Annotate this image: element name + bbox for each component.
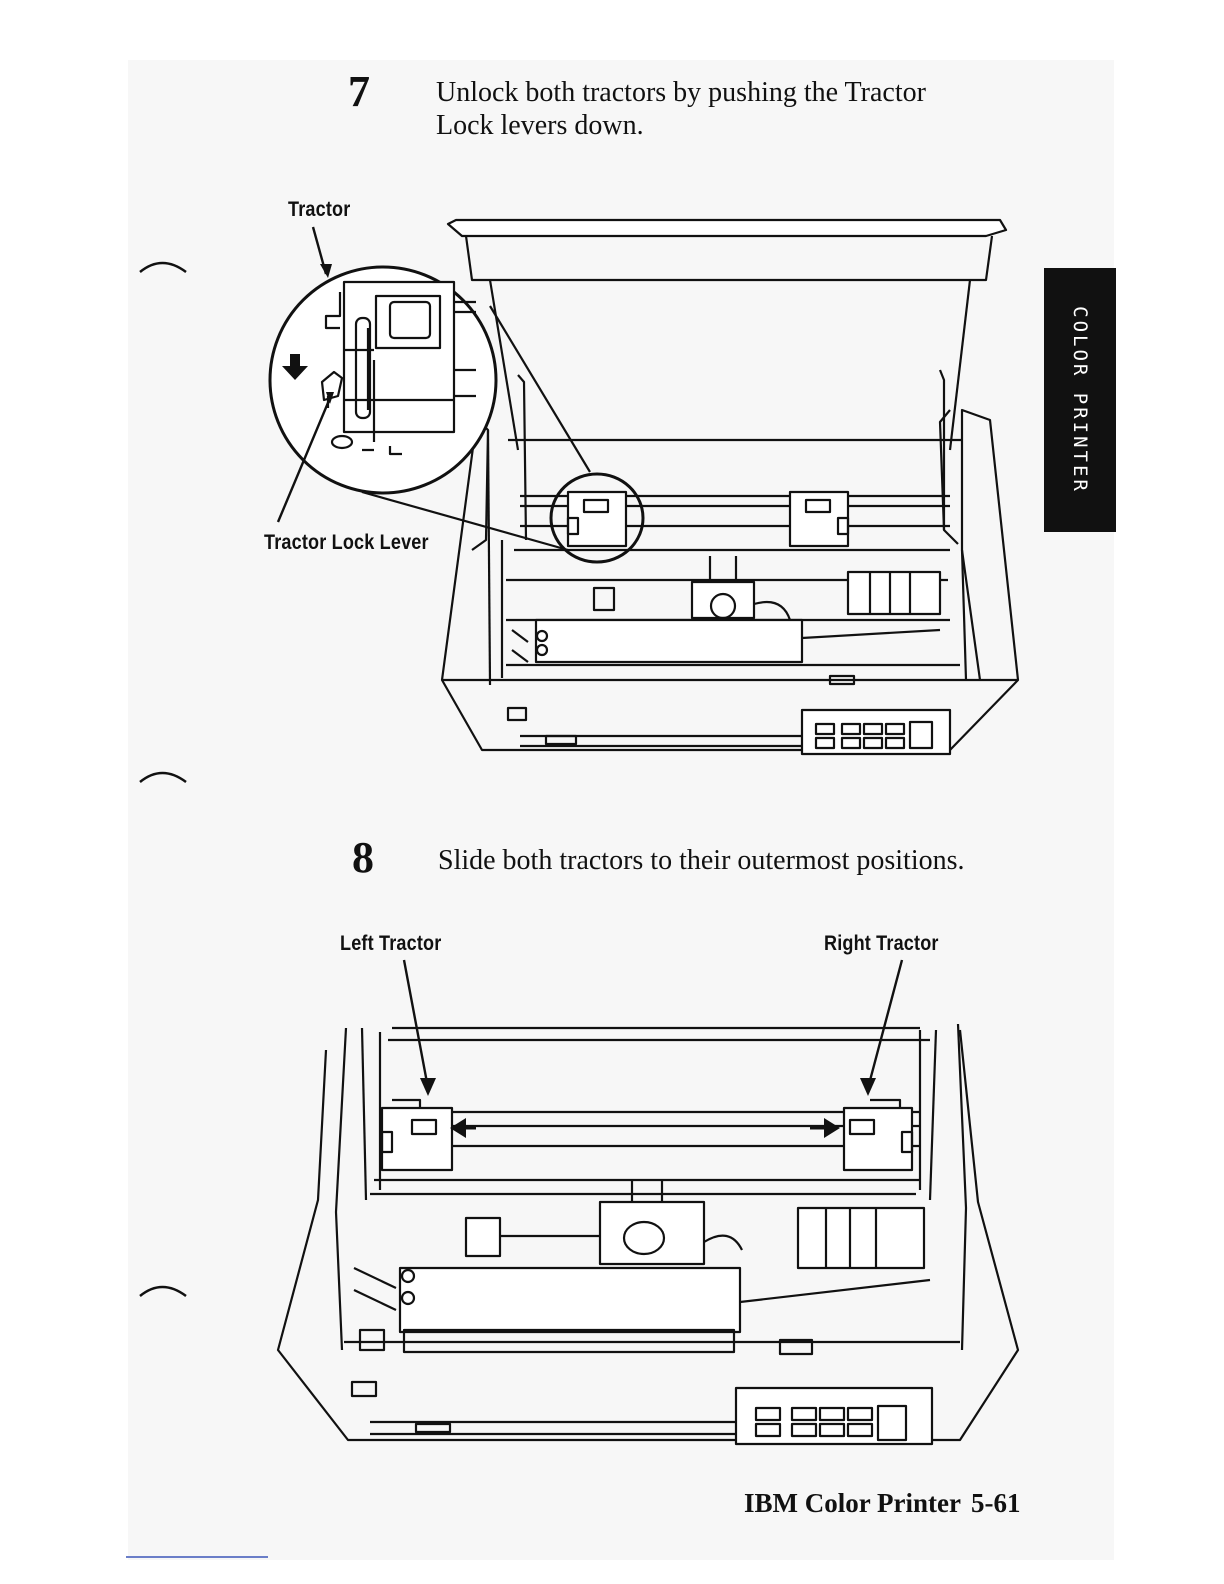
footer-title: IBM Color Printer (744, 1488, 961, 1518)
section-tab-label: COLOR PRINTER (1069, 306, 1091, 494)
page-number: 5-61 (971, 1488, 1021, 1518)
page-footer: IBM Color Printer 5-61 (744, 1488, 1020, 1519)
binder-hole-mark (138, 1278, 190, 1318)
binder-hole-mark (138, 254, 190, 294)
binder-hole-mark (138, 764, 190, 804)
step-number: 7 (348, 70, 370, 114)
bottom-rule (126, 1556, 268, 1558)
step-number: 8 (352, 836, 374, 880)
step-instruction: Unlock both tractors by pushing the Trac… (436, 76, 926, 142)
figure-printer-open-cover (250, 210, 1030, 770)
step-instruction: Slide both tractors to their outermost p… (438, 844, 965, 877)
figure-tractors-outermost (270, 950, 1030, 1450)
section-tab: COLOR PRINTER (1044, 268, 1116, 532)
